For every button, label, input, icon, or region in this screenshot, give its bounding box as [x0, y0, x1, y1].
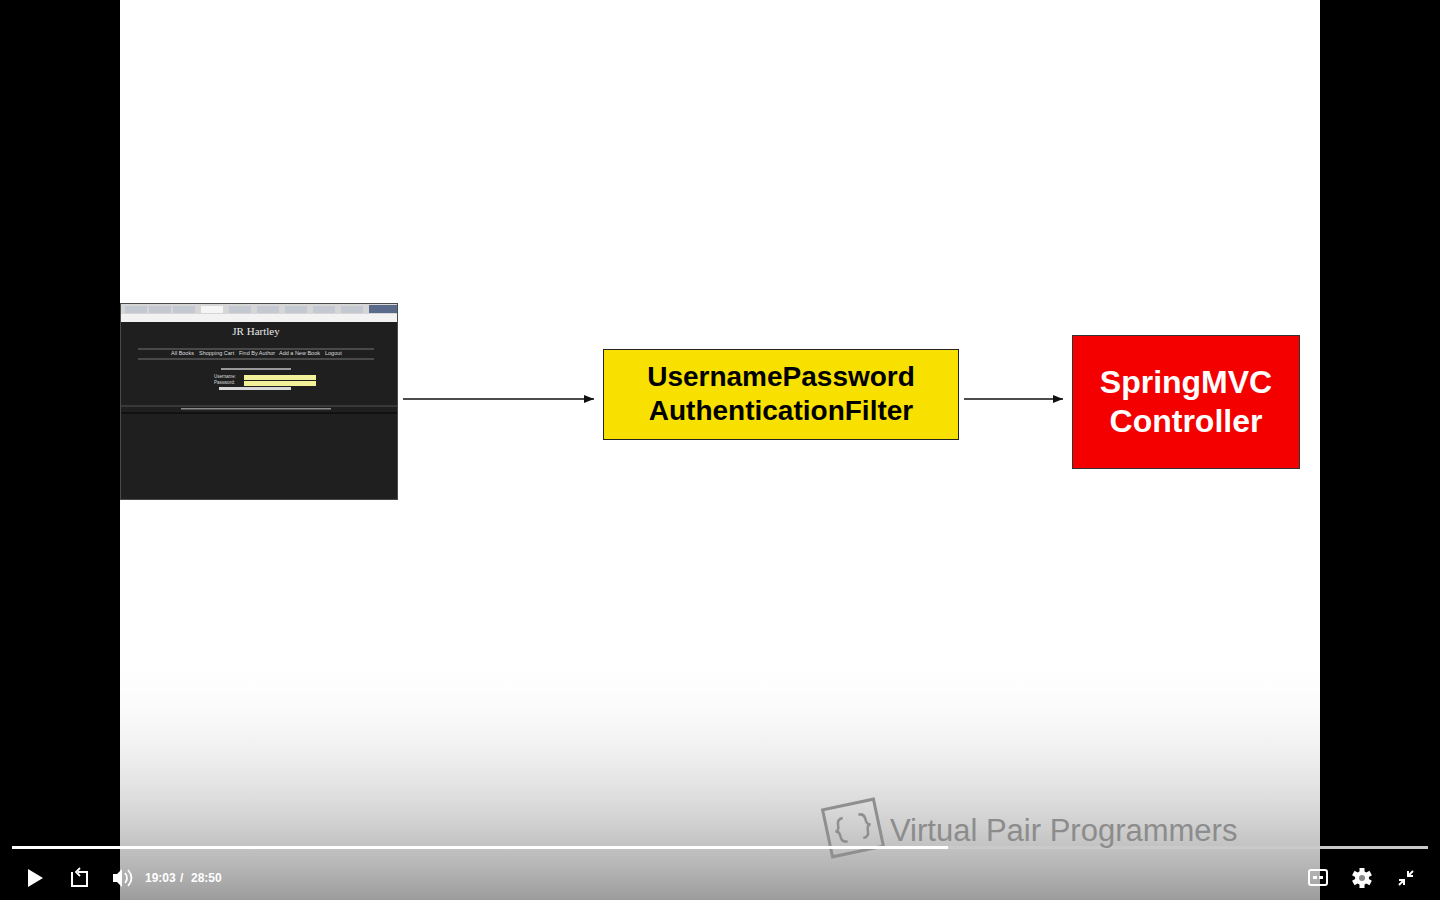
- menu-item: Add a New Book: [279, 351, 320, 357]
- time-separator: /: [180, 872, 183, 884]
- menu-item: Shopping Cart: [199, 351, 234, 357]
- browser-tab: [201, 306, 223, 313]
- footer-bar: [121, 412, 398, 414]
- controls-shade: [120, 655, 1320, 900]
- slide: [120, 0, 1320, 900]
- browser-screenshot: JR HartleyAll Books Shopping Cart Find By …: [120, 303, 398, 500]
- footer-line: [181, 408, 331, 410]
- menu-rule: [138, 359, 374, 360]
- current-time: 19:03: [145, 872, 176, 884]
- menu-rule: [138, 349, 374, 350]
- progress-track: [12, 846, 1428, 849]
- duration: 28:50: [191, 872, 222, 884]
- login-button: [219, 387, 291, 390]
- replay-icon: [72, 868, 87, 886]
- menu-item: All Books: [171, 351, 194, 357]
- window-buttons: [369, 305, 397, 313]
- browser-tab: [125, 306, 147, 313]
- play-icon: [28, 869, 43, 887]
- menu-item: Find By Author: [239, 351, 275, 357]
- menu-item: Logout: [325, 351, 342, 357]
- arrow-connector: [403, 398, 594, 399]
- browser-chrome: [121, 304, 398, 322]
- watermark: Virtual Pair Programmers: [890, 815, 1237, 846]
- input-field: [244, 381, 316, 386]
- message-line: [221, 368, 291, 370]
- settings-icon: [1352, 868, 1372, 888]
- site-title: JR Hartley: [232, 326, 279, 337]
- browser-tab: [285, 306, 307, 313]
- browser-tab: [149, 306, 171, 313]
- input-field: [244, 375, 316, 380]
- captions-icon: [1309, 870, 1327, 885]
- arrow-connector: [964, 398, 1063, 399]
- form-label: Password:: [214, 380, 235, 385]
- address-bar: [121, 314, 398, 322]
- form-label: Username:: [214, 375, 236, 380]
- browser-tab: [257, 306, 279, 313]
- progress-played: [12, 846, 948, 849]
- browser-tab: [173, 306, 195, 313]
- box-label: UsernamePassword AuthenticationFilter: [614, 360, 948, 428]
- browser-tab: [229, 306, 251, 313]
- filter-box: UsernamePassword AuthenticationFilter: [603, 349, 959, 440]
- footer-rule: [121, 406, 398, 407]
- volume-icon: [113, 869, 132, 887]
- browser-tab: [341, 306, 363, 313]
- browser-tab: [313, 306, 335, 313]
- controller-box: SpringMVC Controller: [1072, 335, 1300, 469]
- fullscreen-exit-icon: [1399, 871, 1413, 885]
- box-label: SpringMVC Controller: [1083, 363, 1289, 441]
